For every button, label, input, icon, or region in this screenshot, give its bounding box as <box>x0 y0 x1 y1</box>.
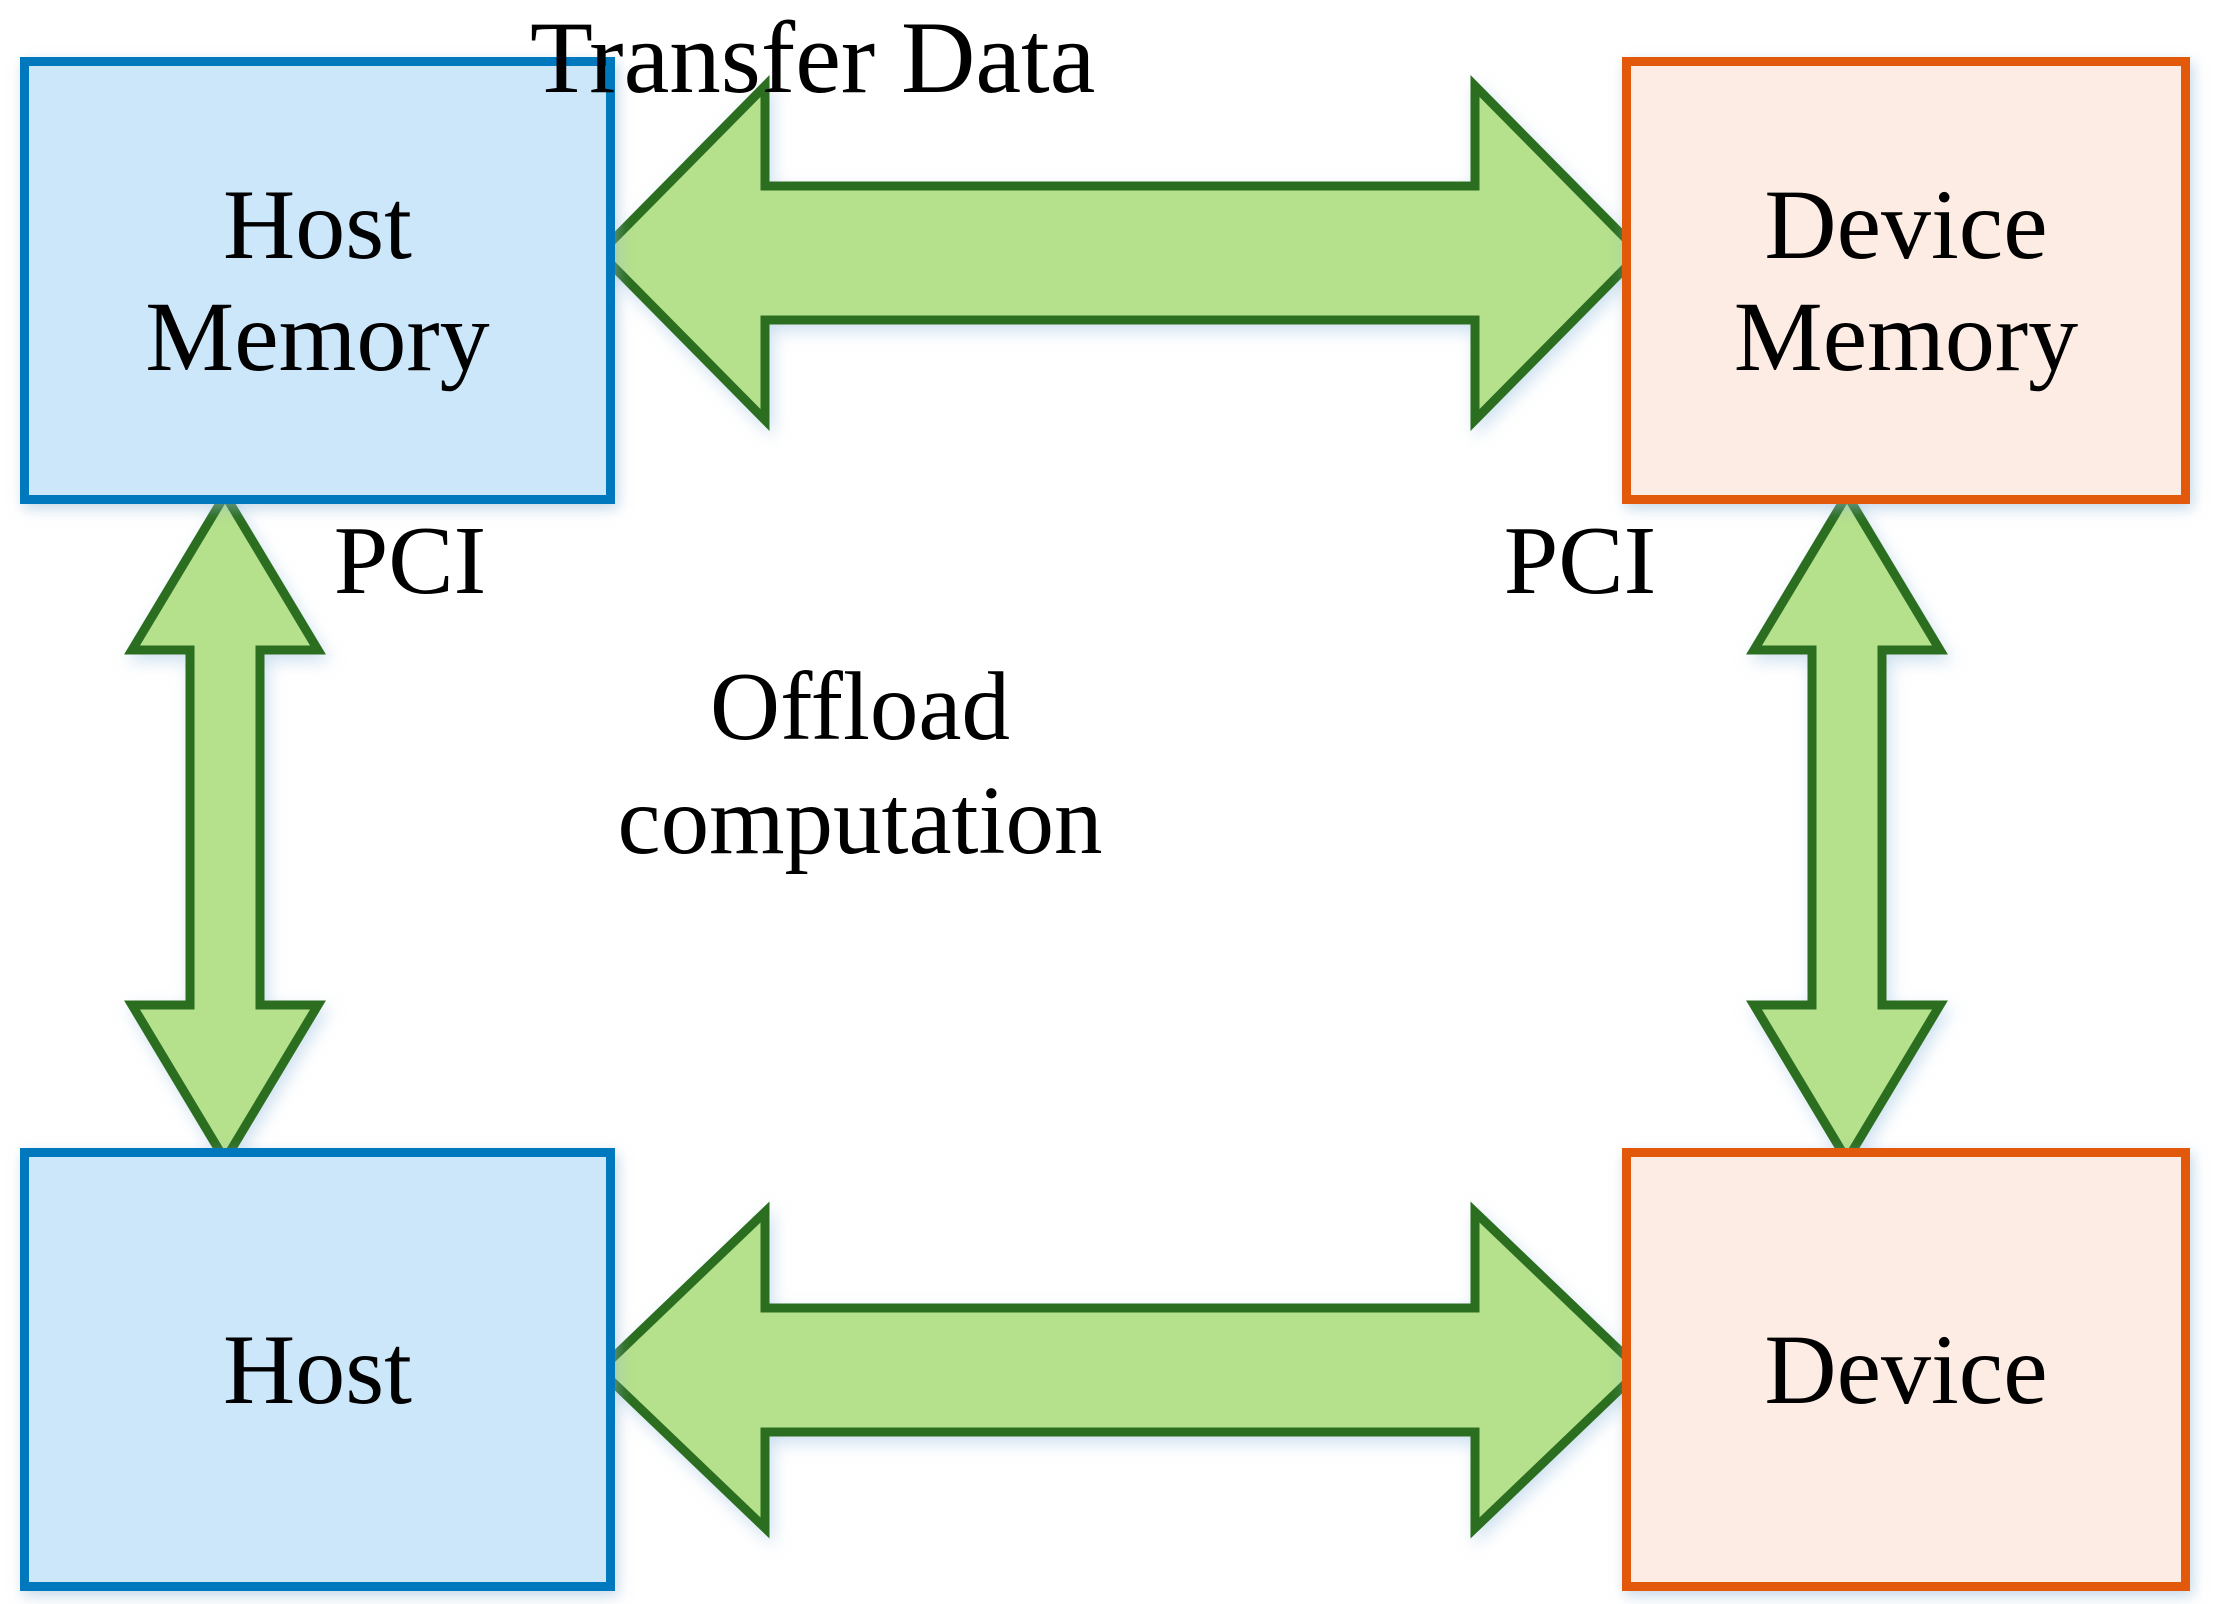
node-device-memory-label-line2: Memory <box>1733 280 2079 392</box>
edge-label-transfer-data: Transfer Data <box>530 1 1096 115</box>
node-device-memory[interactable]: Device Memory <box>1622 57 2190 504</box>
edge-label-offload-line2: computation <box>617 767 1103 875</box>
vertical-double-headed-arrow-shape <box>124 486 326 1169</box>
edge-label-pci-right: PCI <box>1503 507 1657 615</box>
edge-label-offload-line1: Offload <box>710 653 1010 760</box>
node-device-label: Device <box>1764 1313 2048 1425</box>
node-device-memory-label-line1: Device <box>1764 168 2048 280</box>
node-host-memory-label-line2: Memory <box>145 280 490 392</box>
edge-label-offload-computation: Offload computation <box>590 650 1130 879</box>
node-host-memory[interactable]: Host Memory <box>20 57 615 504</box>
edge-label-pci-left: PCI <box>333 507 487 615</box>
double-headed-arrow-shape <box>593 75 1647 431</box>
transfer-data-arrow <box>593 75 1647 431</box>
pci-left-arrow <box>124 486 326 1169</box>
pci-right-arrow <box>1746 486 1948 1169</box>
node-host-label: Host <box>223 1313 412 1425</box>
offload-computation-arrow <box>593 1201 1647 1539</box>
double-headed-arrow-shape <box>593 1201 1647 1539</box>
node-host[interactable]: Host <box>20 1148 615 1591</box>
vertical-double-headed-arrow-shape <box>1746 486 1948 1169</box>
node-device[interactable]: Device <box>1622 1148 2190 1591</box>
node-host-memory-label-line1: Host <box>223 168 412 280</box>
